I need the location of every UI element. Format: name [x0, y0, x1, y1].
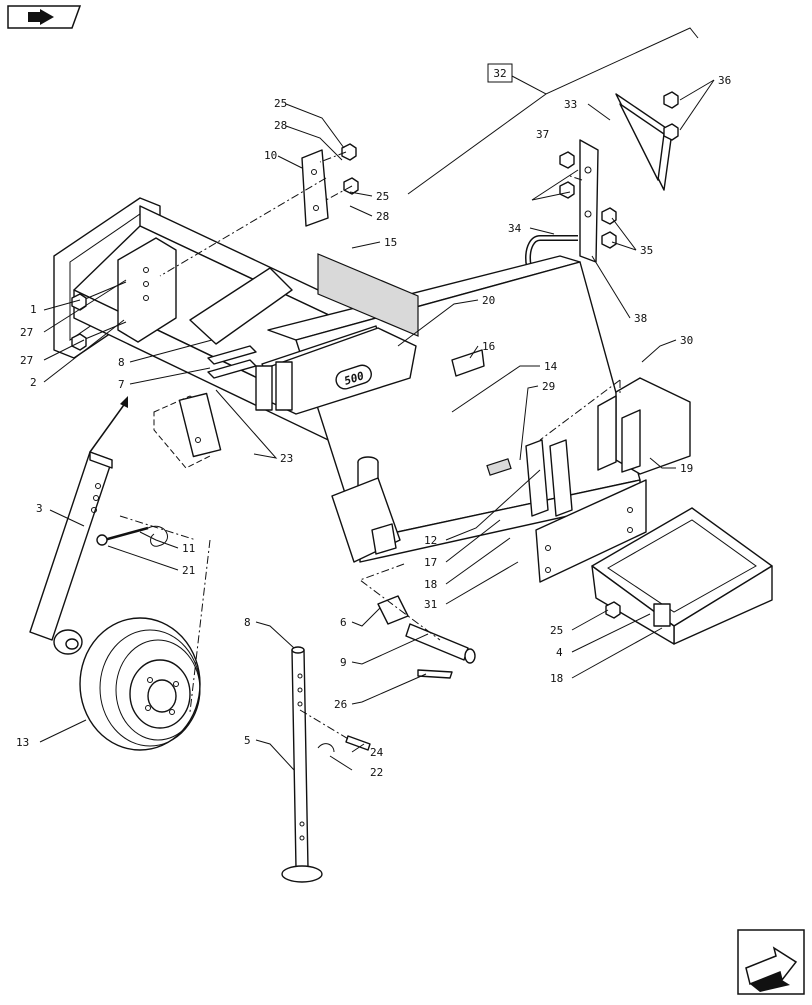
callout-25: 25: [274, 97, 287, 110]
callout-38: 38: [634, 312, 647, 325]
callout-24: 24: [370, 746, 384, 759]
callout-22: 22: [370, 766, 383, 779]
assembly-32-group: 32: [407, 27, 699, 281]
stand-post: [291, 649, 309, 869]
callout-11: 11: [182, 542, 195, 555]
callout-13: 13: [16, 736, 29, 749]
callout-31: 31: [424, 598, 437, 611]
callout-19: 19: [680, 462, 693, 475]
callout-29: 29: [542, 380, 555, 393]
callout-28: 28: [274, 119, 287, 132]
callout-1: 1: [30, 303, 37, 316]
sign-bracket: [579, 139, 599, 263]
callout-25: 25: [376, 190, 389, 203]
right-end-plate: [535, 479, 647, 583]
saddle-bracket-1: [189, 267, 293, 345]
decal-16: [451, 349, 485, 377]
callout-14: 14: [544, 360, 558, 373]
callout-16: 16: [482, 340, 495, 353]
callout-4: 4: [556, 646, 563, 659]
callout-20: 20: [482, 294, 495, 307]
smv-sign-inner: [619, 103, 665, 181]
decal-15: [317, 253, 419, 337]
callout-23: 23: [280, 452, 293, 465]
plate-10: [301, 149, 329, 227]
clamp-plate-29a: [525, 439, 549, 517]
callout-5: 5: [244, 734, 251, 747]
callout-33: 33: [564, 98, 577, 111]
model-decal: 500: [335, 364, 372, 390]
next-button[interactable]: [737, 929, 805, 995]
callout-12: 12: [424, 534, 437, 547]
callout-37: 37: [536, 128, 549, 141]
assembly-leader-bottom: [407, 93, 547, 195]
callouts: 25 28 10 25 28 15 1 27 27 2 8 7 23 20 16…: [16, 74, 731, 779]
callout-8: 8: [118, 356, 125, 369]
hitch-bracket: [117, 237, 177, 343]
callout-2: 2: [30, 376, 37, 389]
callout-25: 25: [550, 624, 563, 637]
callout-26: 26: [334, 698, 347, 711]
callout-6: 6: [340, 616, 347, 629]
callout-9: 9: [340, 656, 347, 669]
main-frame: 500: [53, 143, 773, 645]
callout-35: 35: [640, 244, 653, 257]
bolt-36: [663, 91, 679, 141]
stand-foot: [281, 865, 323, 883]
jack-wheel-assembly: [29, 451, 476, 883]
callout-18: 18: [424, 578, 437, 591]
jack-tube: [29, 451, 113, 641]
callout-7: 7: [118, 378, 125, 391]
callout-18: 18: [550, 672, 563, 685]
callout-36: 36: [718, 74, 731, 87]
callout-28: 28: [376, 210, 389, 223]
nut-37: [559, 151, 575, 199]
pin-6: [377, 595, 409, 625]
callout-30: 30: [680, 334, 693, 347]
callout-17: 17: [424, 556, 437, 569]
leader-lines: [39, 79, 715, 771]
next-arrow-icon: [745, 946, 798, 992]
callout-10: 10: [264, 149, 277, 162]
assembly-box: [487, 63, 513, 83]
callout-27: 27: [20, 326, 33, 339]
back-arrow-icon: [28, 9, 54, 25]
callout-3: 3: [36, 502, 43, 515]
clamp-plate-29b: [549, 439, 573, 517]
callout-27: 27: [20, 354, 33, 367]
center-lines: [119, 151, 621, 741]
callout-34: 34: [508, 222, 522, 235]
pin-9: [405, 623, 469, 661]
back-button[interactable]: [7, 5, 82, 29]
assembly-leader-top: [511, 27, 699, 95]
assembly-box-label: 32: [493, 67, 506, 80]
nut-35: [601, 207, 617, 249]
callout-21: 21: [182, 564, 195, 577]
callout-15: 15: [384, 236, 397, 249]
callout-8: 8: [244, 616, 251, 629]
svg-text:500: 500: [343, 369, 366, 388]
